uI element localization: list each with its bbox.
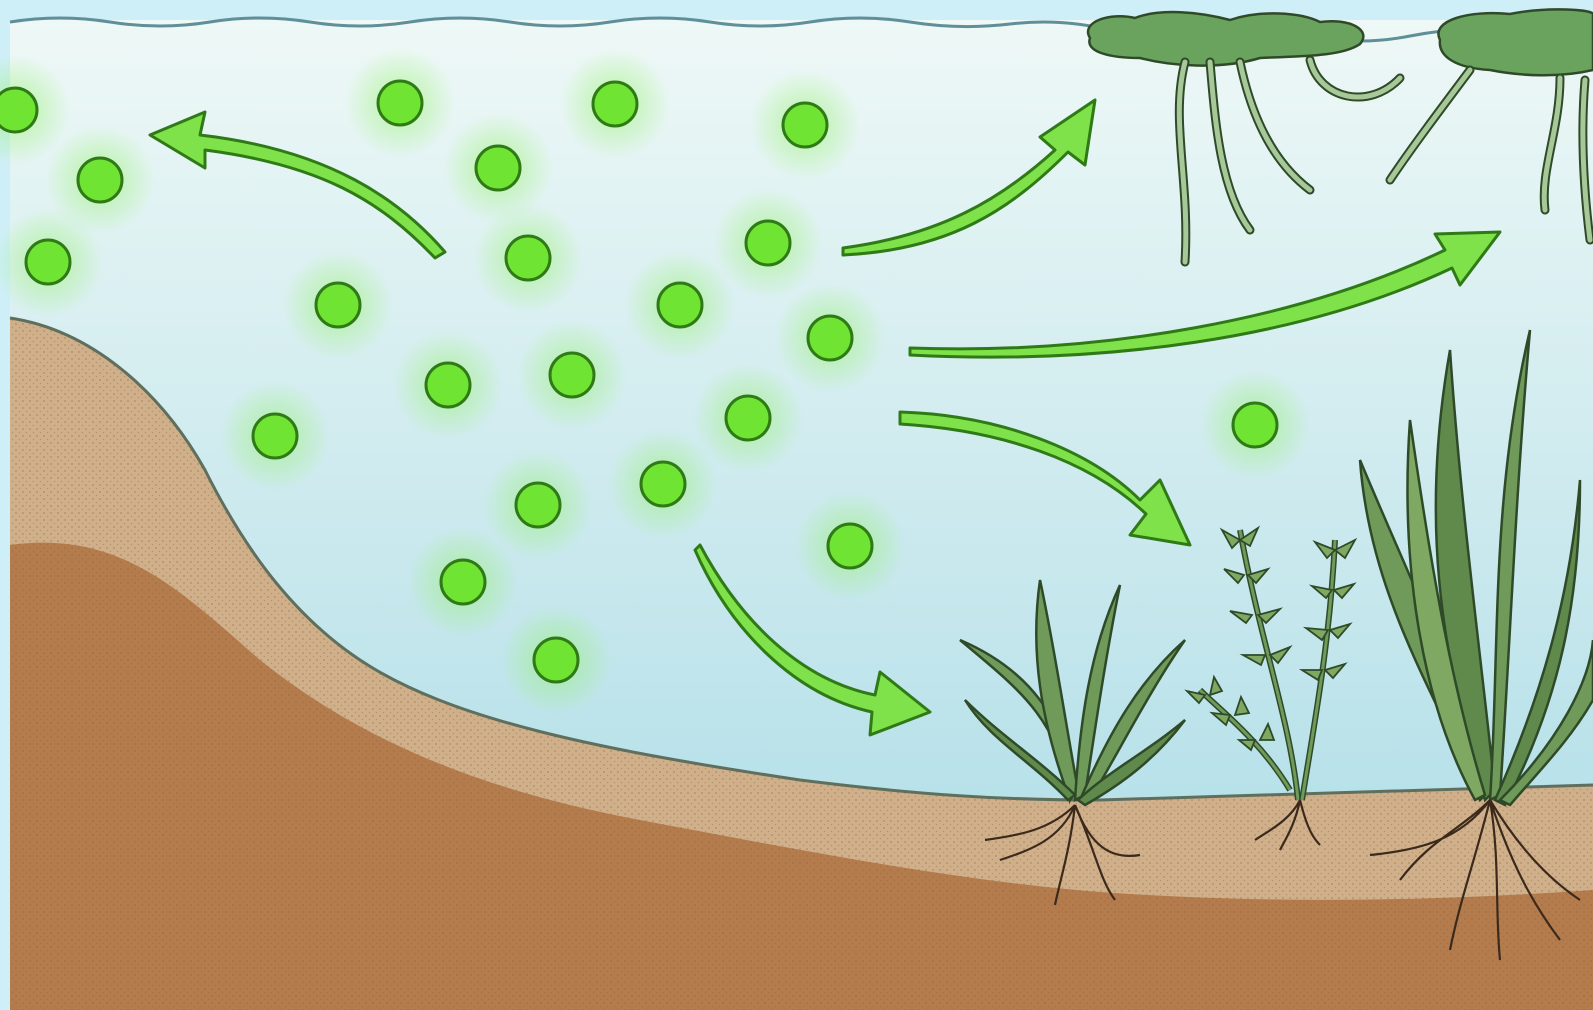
nutrient-particle (26, 240, 70, 284)
nutrient-particle (658, 283, 702, 327)
nutrient-particle (1233, 403, 1277, 447)
nutrient-particle (828, 524, 872, 568)
nutrient-particle (506, 236, 550, 280)
floating-leaf-cluster (1438, 9, 1593, 75)
nutrient-particle (550, 353, 594, 397)
nutrient-particle (253, 414, 297, 458)
nutrient-particle (378, 81, 422, 125)
nutrient-particle (593, 82, 637, 126)
nutrient-particle (641, 462, 685, 506)
nutrient-particle (808, 316, 852, 360)
nutrient-particle (78, 158, 122, 202)
nutrient-particle (441, 560, 485, 604)
nutrient-particle (316, 283, 360, 327)
nutrient-particle (726, 396, 770, 440)
nutrient-particle (476, 146, 520, 190)
nutrient-particle (0, 88, 37, 132)
nutrient-particle (746, 221, 790, 265)
nutrient-particle (516, 483, 560, 527)
nutrient-particle (534, 638, 578, 682)
nutrient-particle (783, 103, 827, 147)
nutrient-particle (426, 363, 470, 407)
